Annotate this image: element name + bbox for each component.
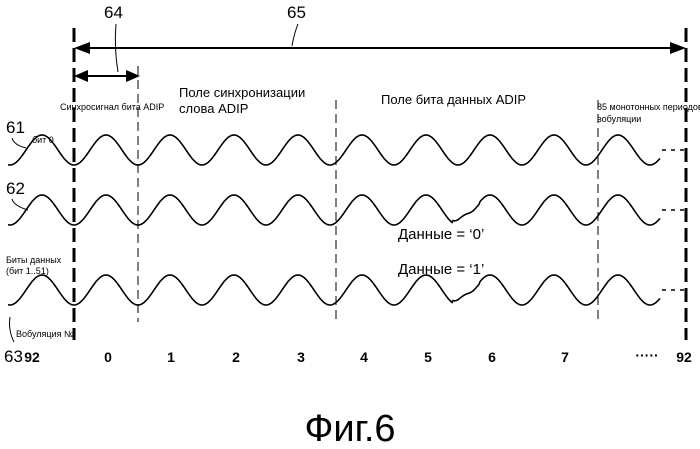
label-data-bit-field: Поле бита данных ADIP <box>381 92 526 107</box>
wobble-number-1: 1 <box>167 349 175 365</box>
arrow-65 <box>74 42 686 54</box>
label-word-sync-1: Поле синхронизации <box>179 85 305 100</box>
leader-65 <box>292 24 298 46</box>
wobble-number-3: 3 <box>297 349 305 365</box>
arrow-64 <box>74 70 140 82</box>
leader-62 <box>12 199 28 210</box>
figure-caption: Фиг.6 <box>304 408 395 449</box>
waveform-63 <box>8 275 686 305</box>
wobble-number-0: 0 <box>104 349 112 365</box>
ref-61: 61 <box>6 118 25 137</box>
ref-64: 64 <box>104 3 123 22</box>
label-word-sync-2: слова ADIP <box>179 101 248 116</box>
leader-61 <box>12 138 26 148</box>
ref-62: 62 <box>6 179 25 198</box>
label-monotone-1: 85 монотонных периодов <box>597 102 700 112</box>
wobble-number-5: 5 <box>424 349 432 365</box>
label-data-bits-1: Биты данных <box>6 255 62 265</box>
label-wobble-no: Вобуляция № <box>16 329 74 339</box>
wobble-number-6: 6 <box>488 349 496 365</box>
label-monotone-2: вобуляции <box>597 114 641 124</box>
wobble-number-2: 2 <box>232 349 240 365</box>
label-data-zero: Данные = ‘0’ <box>398 226 484 243</box>
leader-63 <box>10 317 15 342</box>
wobble-number-4: 4 <box>360 349 368 365</box>
wobble-number-last: 92 <box>676 349 692 365</box>
label-sync-signal: Синхросигнал бита ADIP <box>60 102 164 112</box>
ref-63: 63 <box>4 347 23 366</box>
ref-65: 65 <box>287 3 306 22</box>
wobble-number-7: 7 <box>561 349 569 365</box>
waveform-61 <box>8 135 686 165</box>
waveform-62 <box>8 195 686 225</box>
label-data-one: Данные = ‘1’ <box>398 261 484 278</box>
wobble-number-ellipsis: ····· <box>635 347 658 363</box>
wobble-number-first: 92 <box>24 349 40 365</box>
